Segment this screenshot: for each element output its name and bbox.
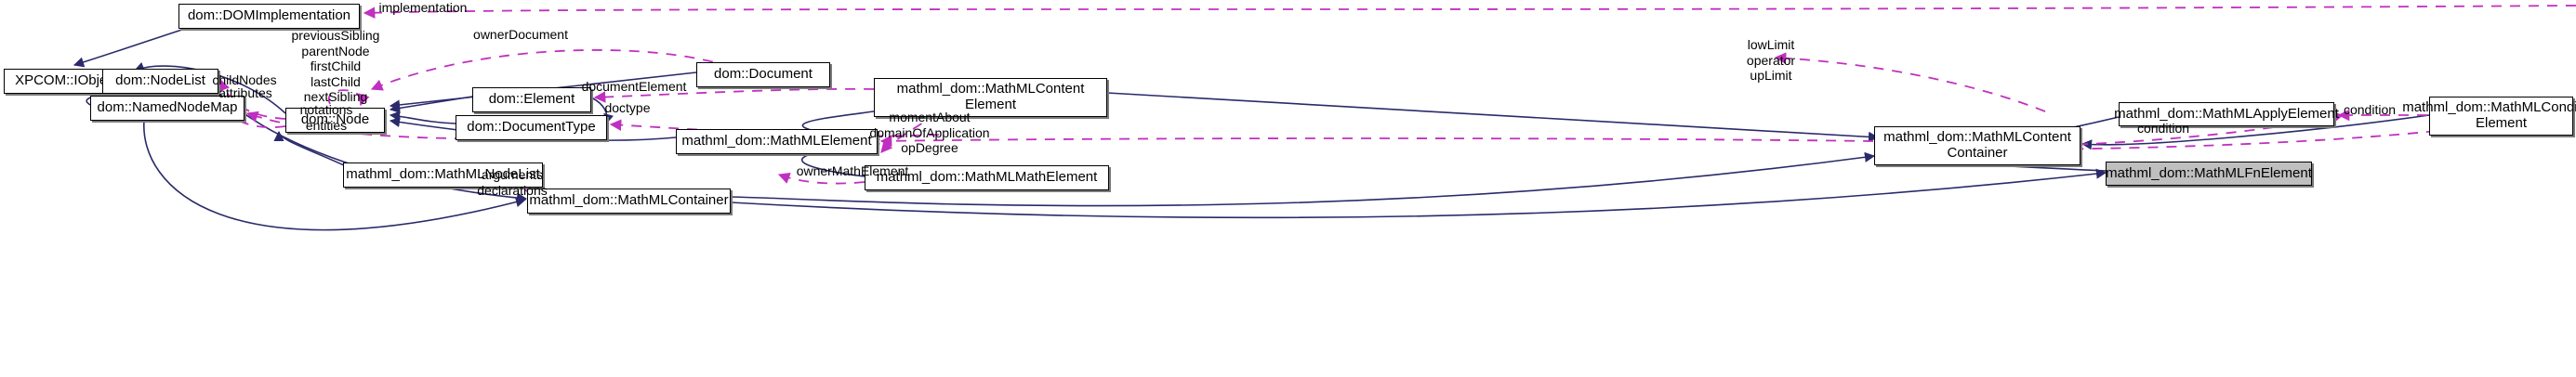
edge-label-attributes: attributes [218, 85, 272, 100]
class-node-element[interactable]: dom::Element [472, 87, 591, 112]
class-node-label: dom::NodeList [115, 72, 205, 89]
edge-label-childnodes: childNodes [212, 72, 277, 87]
class-node-mathmlapply[interactable]: mathml_dom::MathMLApplyElement [2114, 102, 2339, 126]
class-node-domimpl[interactable]: dom::DOMImplementation [178, 4, 360, 29]
class-node-label: dom::Document [714, 66, 812, 83]
class-node-mathmlfn[interactable]: mathml_dom::MathMLFnElement [2106, 162, 2312, 186]
edge-label-momentabout: momentAbout domainOfApplication opDegree [869, 110, 990, 156]
class-node-label: XPCOM::IObject [15, 72, 118, 89]
class-node-label: dom::Element [488, 91, 575, 108]
class-node-mathmlcontainer[interactable]: mathml_dom::MathMLContainer [527, 188, 731, 214]
class-node-label: mathml_dom::MathMLApplyElement [2114, 105, 2339, 122]
class-node-mathmlmath[interactable]: mathml_dom::MathMLMathElement [865, 165, 1109, 190]
edge-label-arguments: arguments declarations [477, 167, 548, 198]
class-node-label: mathml_dom::MathMLFnElement [2106, 164, 2312, 181]
edge-label-implementation: implementation [378, 0, 468, 15]
edge-label-node-parent: previousSibling parentNode firstChild la… [291, 28, 380, 105]
edge-label-doctype: doctype [604, 100, 651, 115]
class-node-document[interactable]: dom::Document [696, 62, 830, 87]
class-node-mathmlelement[interactable]: mathml_dom::MathMLElement [676, 129, 878, 154]
class-node-label: mathml_dom::MathMLMathElement [876, 169, 1098, 186]
class-node-label: mathml_dom::MathMLCondition Element [2402, 99, 2576, 131]
edge-label-condition-2: condition [2136, 121, 2190, 136]
edge-label-ownerdocument: ownerDocument [473, 27, 568, 42]
class-node-nodelist[interactable]: dom::NodeList [102, 69, 218, 94]
class-node-label: mathml_dom::MathMLContent Element [896, 81, 1085, 112]
class-node-label: dom::NamedNodeMap [97, 99, 238, 116]
edge-label-condition-1: condition [2343, 102, 2397, 117]
edge-label-documentelement: documentElement [581, 79, 687, 94]
class-node-mathmlcontentct[interactable]: mathml_dom::MathMLContent Container [1874, 126, 2081, 165]
class-node-documenttype[interactable]: dom::DocumentType [456, 115, 607, 140]
class-node-label: mathml_dom::MathMLElement [681, 133, 872, 150]
edge-label-notations: notations entities [299, 102, 353, 133]
class-node-label: mathml_dom::MathMLContainer [529, 192, 729, 209]
class-node-label: dom::Node [300, 111, 370, 128]
class-node-label: mathml_dom::MathMLContent Container [1883, 129, 2071, 161]
edge-label-ownermathelement: ownerMathElement [796, 163, 909, 178]
class-node-namednodemap[interactable]: dom::NamedNodeMap [90, 96, 244, 121]
inheritance-edges [73, 5, 2430, 231]
class-node-mathmlnodelist[interactable]: mathml_dom::MathMLNodeList [343, 162, 543, 188]
class-node-label: dom::DocumentType [467, 119, 596, 136]
class-node-label: mathml_dom::MathMLNodeList [346, 166, 540, 183]
class-node-label: dom::DOMImplementation [187, 7, 351, 24]
class-node-mathmlcontentel[interactable]: mathml_dom::MathMLContent Element [874, 78, 1107, 117]
class-node-node[interactable]: dom::Node [285, 108, 385, 133]
class-node-mathmlcondition[interactable]: mathml_dom::MathMLCondition Element [2402, 97, 2576, 136]
edge-label-lowlimit: lowLimit operator upLimit [1746, 37, 1796, 84]
